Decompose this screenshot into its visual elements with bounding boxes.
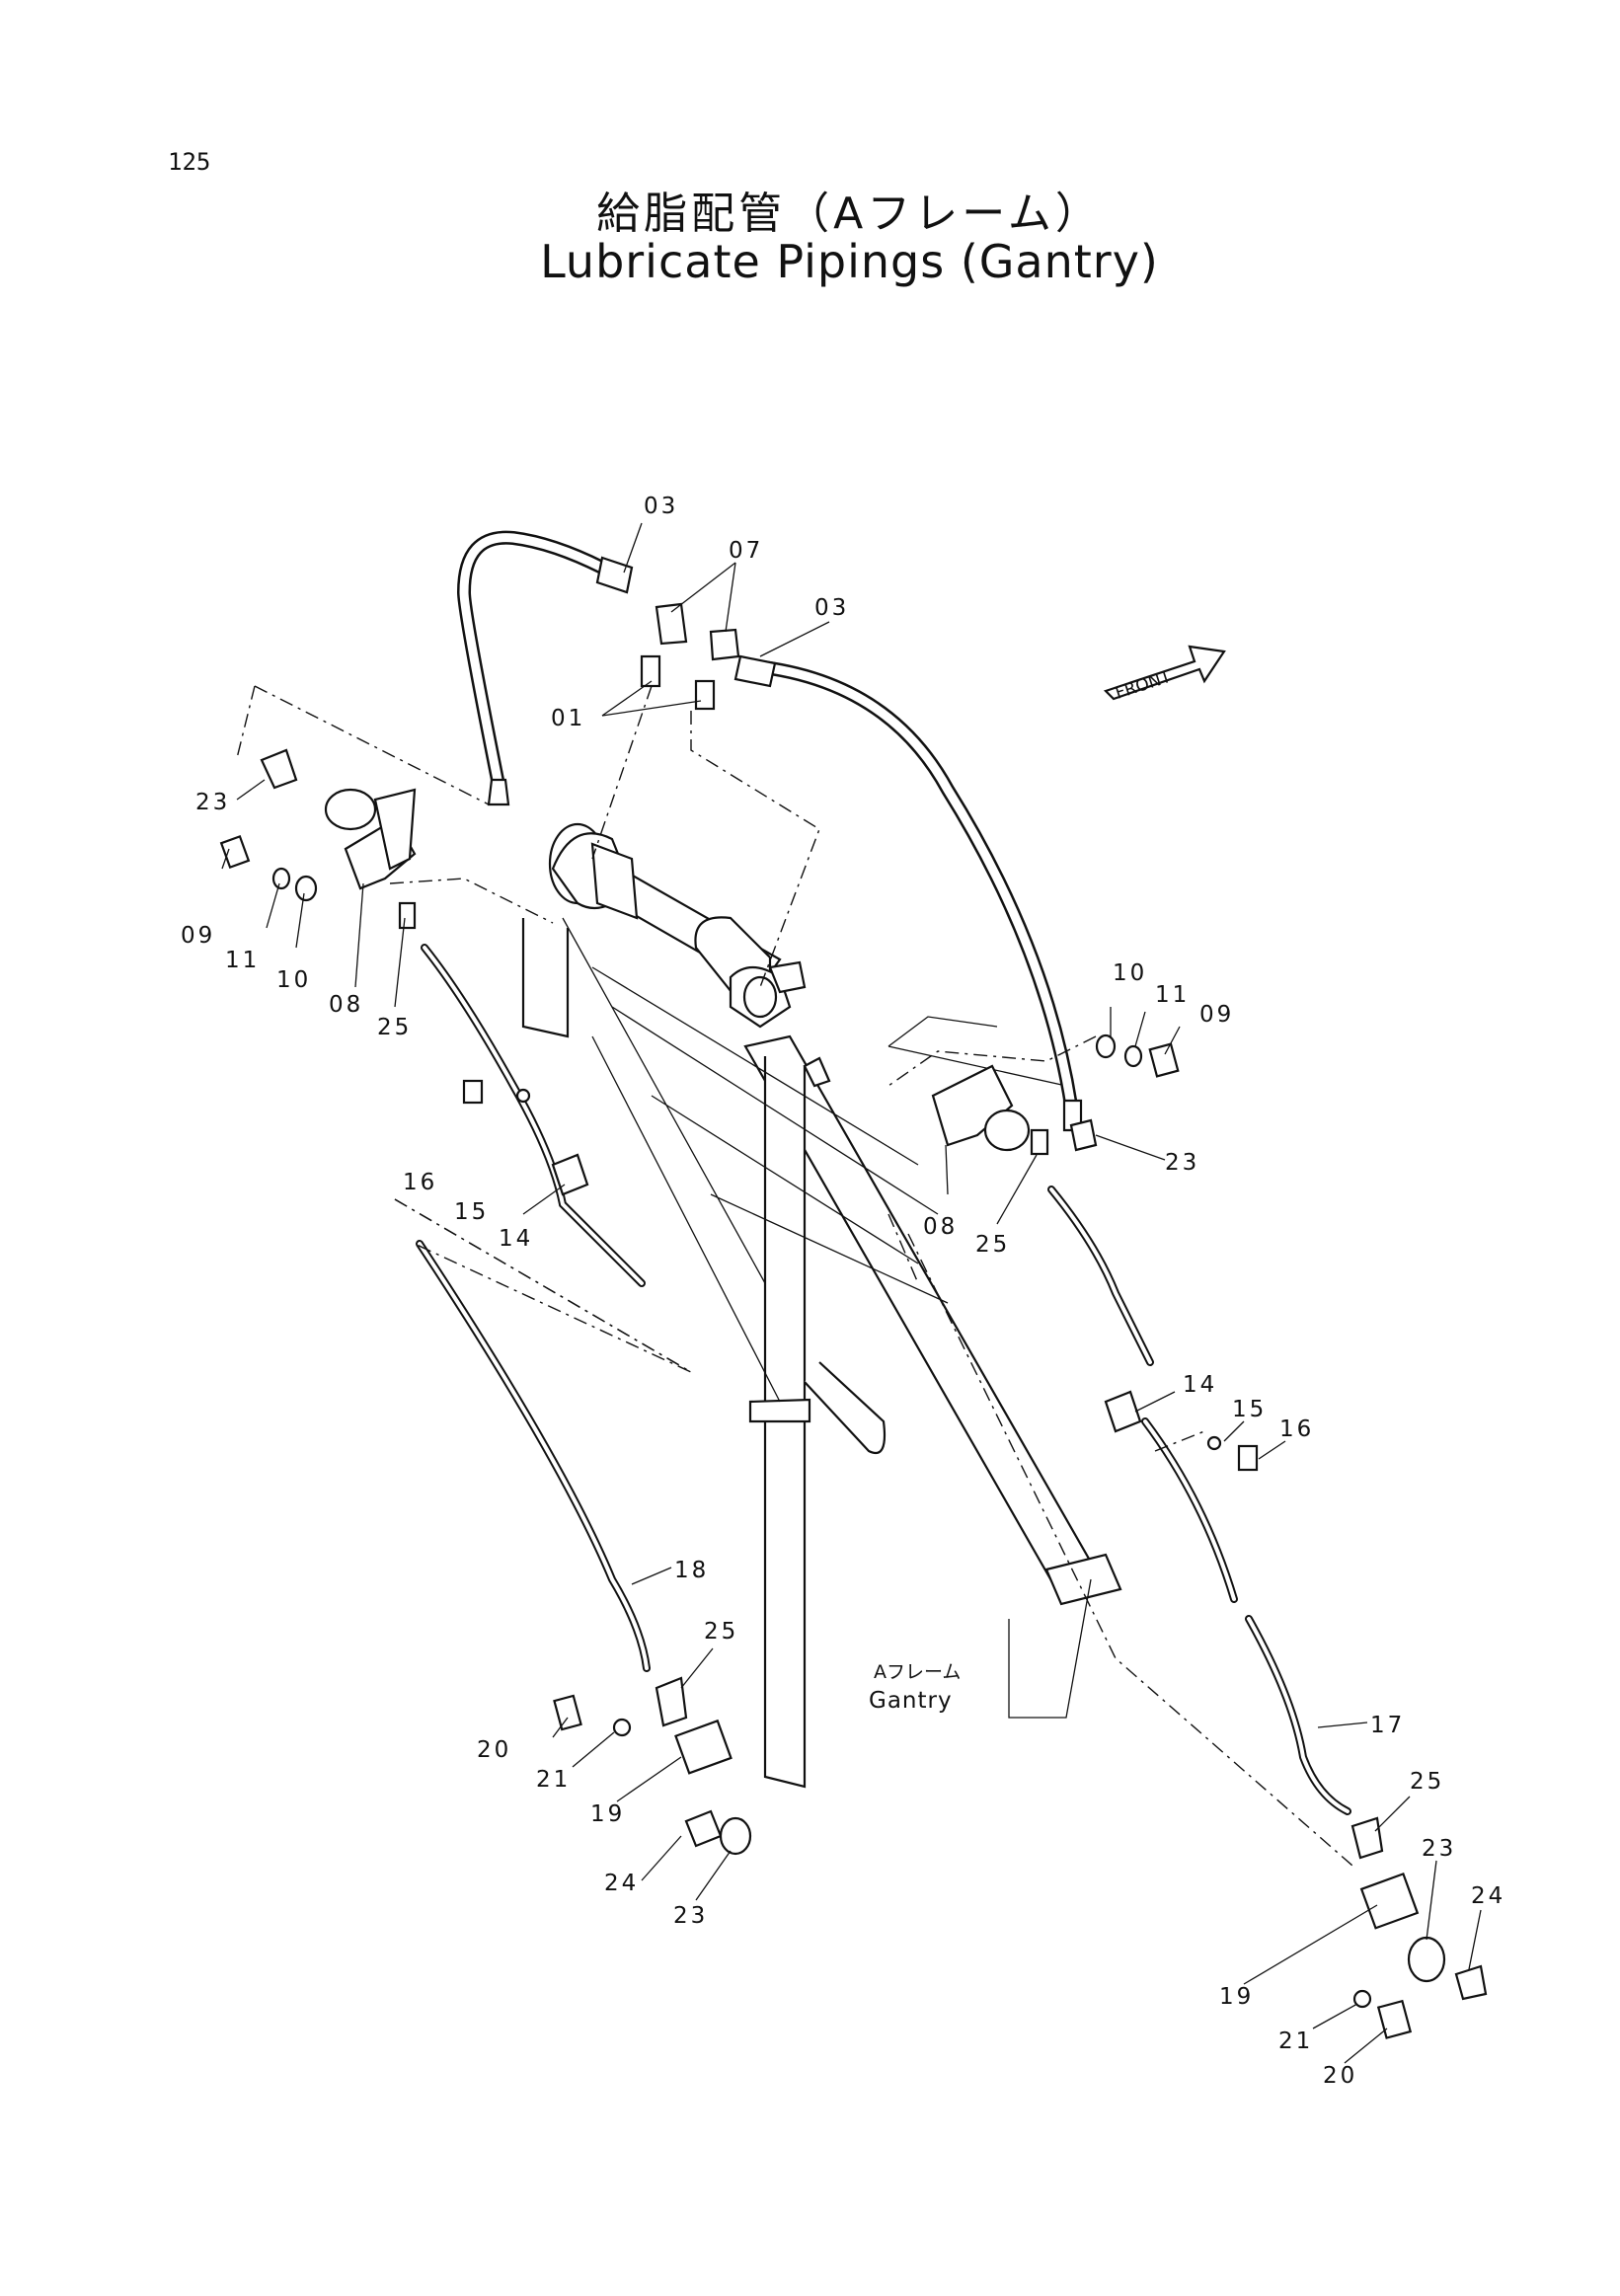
callout-03b: 03 <box>814 595 849 621</box>
assembly-lines <box>236 685 1353 1867</box>
callout-25c: 25 <box>704 1619 738 1645</box>
callout-24b: 24 <box>1471 1883 1505 1909</box>
callout-09a: 09 <box>181 923 215 949</box>
callout-01: 01 <box>551 706 585 731</box>
gantry-label-en: Gantry <box>869 1688 953 1714</box>
callout-25d: 25 <box>1410 1769 1444 1795</box>
callout-24a: 24 <box>604 1871 639 1896</box>
callout-25b: 25 <box>975 1232 1010 1258</box>
right-lube-pipe <box>1047 1186 1259 1603</box>
grease-hose-right <box>733 654 1083 1132</box>
callout-16a: 16 <box>403 1170 437 1195</box>
callout-07: 07 <box>729 538 763 564</box>
callout-08b: 08 <box>923 1214 958 1240</box>
title-japanese: 給脂配管（Aフレーム） <box>596 189 1103 239</box>
callout-03a: 03 <box>644 494 678 519</box>
callout-18: 18 <box>674 1558 709 1583</box>
callout-labels: 03 07 03 01 23 09 11 10 08 25 16 15 14 1… <box>181 494 1505 2089</box>
callout-19b: 19 <box>1219 1984 1254 2010</box>
callout-23b: 23 <box>1165 1150 1199 1176</box>
left-lube-pipe <box>421 944 646 1287</box>
callout-09b: 09 <box>1199 1002 1234 1028</box>
lube-pipe-17 <box>1245 1615 1351 1815</box>
callout-19a: 19 <box>590 1801 625 1827</box>
callout-20a: 20 <box>477 1737 511 1763</box>
callout-10a: 10 <box>276 967 311 993</box>
callout-15a: 15 <box>454 1199 489 1225</box>
gantry-label-jp: Aフレーム <box>874 1661 961 1683</box>
leader-lines <box>221 522 1482 2064</box>
callout-25a: 25 <box>377 1015 412 1040</box>
callout-20b: 20 <box>1323 2063 1357 2089</box>
callout-21b: 21 <box>1278 2028 1313 2054</box>
callout-21a: 21 <box>536 1767 571 1793</box>
callout-17: 17 <box>1370 1713 1405 1738</box>
callout-23c: 23 <box>673 1903 708 1929</box>
callout-14a: 14 <box>499 1226 533 1252</box>
callout-23a: 23 <box>195 790 230 815</box>
grease-hose-left <box>456 530 634 806</box>
lower-left-block <box>553 1676 752 1856</box>
page-number: 125 <box>168 148 211 176</box>
callout-11a: 11 <box>225 948 260 973</box>
callout-11b: 11 <box>1155 982 1190 1008</box>
callout-15b: 15 <box>1232 1397 1267 1422</box>
front-arrow-marker: FRONT <box>1103 645 1226 704</box>
callout-23d: 23 <box>1422 1836 1456 1862</box>
callout-08a: 08 <box>329 992 363 1018</box>
callout-14b: 14 <box>1183 1372 1217 1398</box>
left-bracket-assembly <box>219 748 417 930</box>
title-english: Lubricate Pipings (Gantry) <box>540 235 1159 288</box>
elbow-fittings <box>640 602 740 711</box>
callout-10b: 10 <box>1113 960 1147 986</box>
lower-right-block <box>1350 1816 1488 2039</box>
front-arrow-label: FRONT <box>1113 667 1174 704</box>
callout-16b: 16 <box>1279 1416 1314 1442</box>
gantry-frame <box>521 822 1122 1789</box>
right-bracket-assembly <box>931 1033 1180 1156</box>
lube-pipe-18 <box>416 1240 651 1672</box>
